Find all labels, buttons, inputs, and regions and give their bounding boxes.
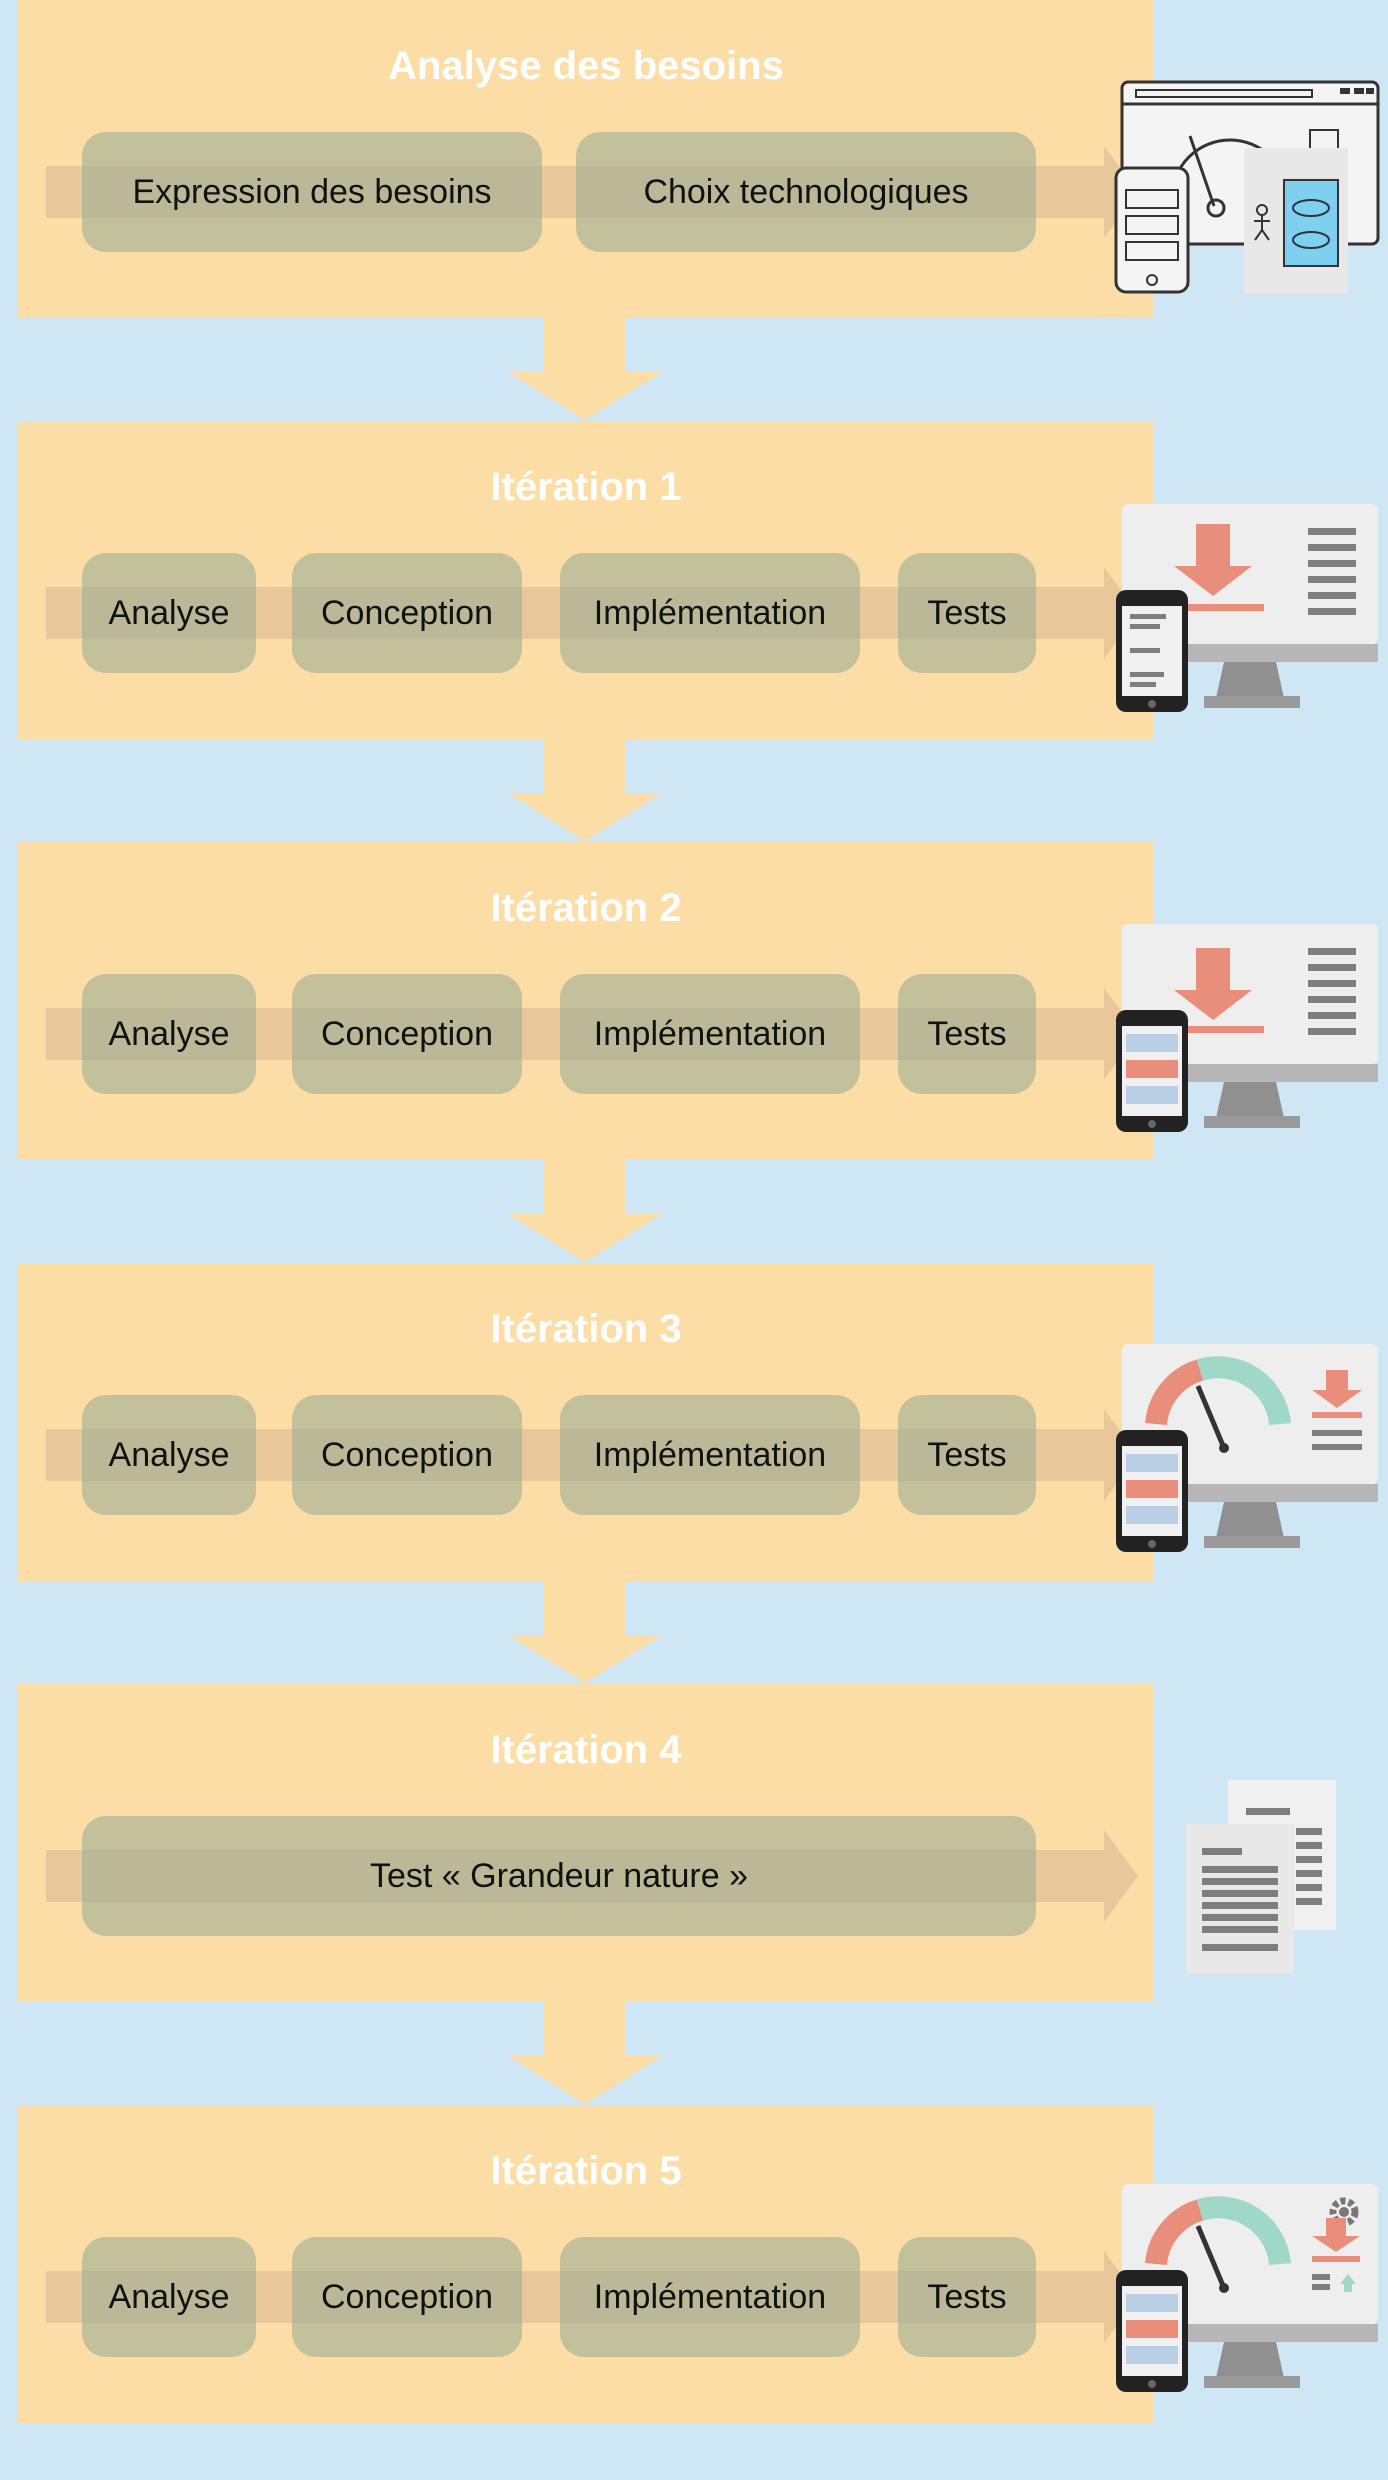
stage-title: Itération 2 bbox=[490, 886, 682, 930]
monitor-gauge-mobile-icon bbox=[1116, 1344, 1378, 1552]
step-expression-des-besoins: Expression des besoins bbox=[82, 132, 542, 252]
stage-connector-arrow bbox=[508, 739, 662, 841]
process-arrow-head bbox=[1104, 1830, 1138, 1922]
stage-title: Itération 5 bbox=[490, 2149, 682, 2193]
stage-title: Itération 3 bbox=[490, 1307, 682, 1351]
monitor-download-mobile-icon bbox=[1116, 504, 1378, 712]
step-analyse: Analyse bbox=[82, 553, 256, 673]
browser-dashboard-mobile-usecase-icon bbox=[1114, 80, 1380, 294]
stage-connector-arrow bbox=[508, 1160, 662, 1262]
stage-iteration-4: Itération 4 Test « Grandeur nature » bbox=[18, 1684, 1154, 2002]
step-implementation: Implémentation bbox=[560, 974, 860, 1094]
step-conception: Conception bbox=[292, 974, 522, 1094]
step-conception: Conception bbox=[292, 1395, 522, 1515]
monitor-download-mobile-colored-icon bbox=[1116, 924, 1378, 1132]
step-implementation: Implémentation bbox=[560, 1395, 860, 1515]
stage-iteration-2: Itération 2 Analyse Conception Implément… bbox=[18, 842, 1154, 1160]
step-conception: Conception bbox=[292, 2237, 522, 2357]
step-tests: Tests bbox=[898, 1395, 1036, 1515]
stage-connector-arrow bbox=[508, 318, 662, 420]
step-test-grandeur-nature: Test « Grandeur nature » bbox=[82, 1816, 1036, 1936]
stage-analyse-des-besoins: Analyse des besoins Expression des besoi… bbox=[18, 0, 1154, 318]
step-choix-technologiques: Choix technologiques bbox=[576, 132, 1036, 252]
step-tests: Tests bbox=[898, 974, 1036, 1094]
step-conception: Conception bbox=[292, 553, 522, 673]
stage-iteration-5: Itération 5 Analyse Conception Implément… bbox=[18, 2105, 1154, 2423]
step-implementation: Implémentation bbox=[560, 2237, 860, 2357]
stage-title: Itération 1 bbox=[490, 465, 682, 509]
documents-icon bbox=[1186, 1780, 1336, 1974]
step-tests: Tests bbox=[898, 553, 1036, 673]
step-analyse: Analyse bbox=[82, 1395, 256, 1515]
step-analyse: Analyse bbox=[82, 2237, 256, 2357]
step-implementation: Implémentation bbox=[560, 553, 860, 673]
monitor-gauge-gear-mobile-icon bbox=[1116, 2184, 1378, 2392]
stage-iteration-1: Itération 1 Analyse Conception Implément… bbox=[18, 421, 1154, 739]
stage-iteration-3: Itération 3 Analyse Conception Implément… bbox=[18, 1263, 1154, 1581]
stage-connector-arrow bbox=[508, 2002, 662, 2104]
step-analyse: Analyse bbox=[82, 974, 256, 1094]
stage-connector-arrow bbox=[508, 1581, 662, 1683]
stage-title: Analyse des besoins bbox=[388, 44, 784, 88]
stage-title: Itération 4 bbox=[490, 1728, 682, 1772]
step-tests: Tests bbox=[898, 2237, 1036, 2357]
